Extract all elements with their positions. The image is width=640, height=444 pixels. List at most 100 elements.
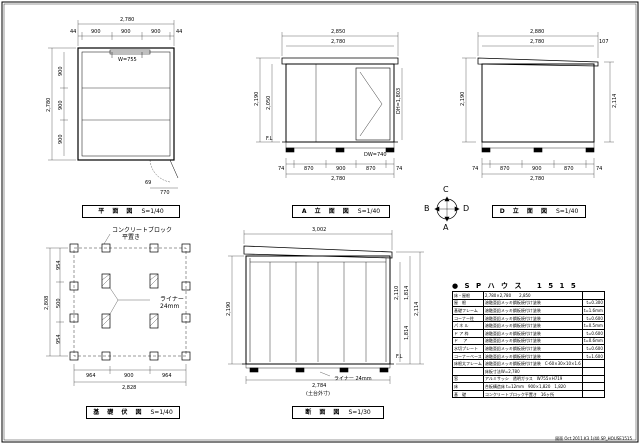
- foundation-liner-label: ライナー: [160, 296, 184, 303]
- elev-a-dim-roof: 2,850: [331, 29, 346, 35]
- spec-thickness: [581, 291, 605, 300]
- foundation-dim-bottom-1: 964: [86, 373, 96, 379]
- spec-thickness: t=1.6mm: [581, 306, 605, 315]
- compass-label-b: B: [424, 204, 430, 213]
- spec-row: 床板寸法W=2,780: [452, 366, 605, 376]
- spec-key: [452, 366, 484, 376]
- elevation-d-view: [462, 32, 614, 178]
- spec-value: 溶融亜鉛メッキ鋼板焼付け塗装: [482, 313, 583, 323]
- spec-key: ド ア 枠: [452, 328, 484, 338]
- plan-door-label: W=755: [118, 57, 137, 63]
- plan-view: [48, 20, 179, 189]
- elev-a-dim-body: 2,780: [331, 39, 346, 45]
- spec-value: コンクリートブロック平置き 16ヶ所: [482, 389, 583, 399]
- elev-a-door-width: DW=740: [364, 152, 387, 158]
- elev-d-dim-bottom-4: 870: [564, 166, 574, 172]
- spec-thickness: [581, 382, 605, 391]
- plan-door-dim-1: 69: [145, 180, 152, 186]
- foundation-view-scale: S=1/40: [150, 409, 173, 416]
- compass-label-d: D: [463, 204, 470, 213]
- section-dim-right-2: 1,814: [404, 285, 410, 300]
- elev-d-dim-bottom-5: 74: [596, 166, 603, 172]
- foundation-dim-bottom-2: 900: [124, 373, 134, 379]
- plan-door-dim-2: 770: [160, 190, 170, 196]
- plan-dim-bay-2: 900: [121, 29, 131, 35]
- spec-key: ド ア: [452, 336, 484, 346]
- spec-thickness: t=0.6mm: [581, 336, 605, 346]
- section-dim-right-4: 2,114: [414, 301, 420, 316]
- spec-value: 合板構造床 t=12mm 900×1,820 1,820: [482, 382, 583, 391]
- spec-thickness: [581, 359, 605, 368]
- plan-dim-total: 2,780: [120, 17, 135, 23]
- spec-key: 床: [452, 382, 484, 391]
- elev-d-dim-roof: 2,880: [530, 29, 545, 35]
- spec-key: コーナー柱: [452, 313, 484, 323]
- spec-value: 溶融亜鉛メッキ鋼板焼付け塗装: [482, 344, 583, 353]
- section-liner-label: ライナー 24mm: [334, 376, 372, 382]
- spec-key: 床・屋根: [452, 291, 484, 300]
- foundation-dim-left-3: 954: [56, 334, 62, 344]
- spec-value: 溶融亜鉛メッキ鋼板焼付け塗装 C-60×30×10×1.6: [482, 359, 583, 368]
- elev-a-dim-bottom-3: 900: [336, 166, 346, 172]
- compass-label-a: A: [443, 223, 449, 232]
- foundation-block-sub: 平置き: [122, 234, 141, 241]
- plan-dim-depth-1: 900: [58, 66, 64, 76]
- elev-a-dim-bottom-5: 74: [396, 166, 403, 172]
- plan-dim-bay-3: 900: [151, 29, 161, 35]
- plan-view-scale: S=1/40: [141, 208, 164, 215]
- spec-thickness: t=0.300: [581, 298, 605, 308]
- plan-view-title: 平 面 図 S=1/40: [82, 205, 180, 218]
- plan-dim-bay-1: 900: [91, 29, 101, 35]
- section-view: [228, 230, 424, 384]
- foundation-dim-left-2: 500: [56, 298, 62, 308]
- spec-key: 水切プレート: [452, 344, 484, 353]
- foundation-dim-left-total: 2,808: [44, 295, 50, 310]
- section-view-name: 断 面 図: [305, 409, 343, 416]
- spec-value: 溶融亜鉛メッキ鋼板焼付け塗装: [482, 351, 583, 361]
- plan-view-name: 平 面 図: [98, 208, 136, 215]
- elev-d-dim-overhang: 107: [599, 39, 609, 45]
- elev-d-dim-height: 2,190: [460, 91, 466, 106]
- plan-dim-edge-left: 44: [70, 29, 77, 35]
- section-dim-bottom: 2,784: [312, 383, 327, 389]
- spec-key: 基 礎: [452, 389, 484, 399]
- elev-a-dim-bottom-total: 2,780: [331, 176, 346, 182]
- elev-a-dim-bottom-1: 74: [278, 166, 285, 172]
- foundation-plan-view: [46, 233, 191, 386]
- spec-title: ● S P ハ ウ ス 1 5 1 5: [452, 282, 578, 290]
- spec-thickness: [581, 389, 605, 399]
- section-floor-level: F.L: [396, 354, 403, 360]
- spec-value: 溶融亜鉛メッキ鋼板焼付け塗装: [482, 298, 583, 308]
- elev-d-dim-bottom-1: 74: [472, 166, 479, 172]
- section-dim-left: 2,190: [226, 301, 232, 316]
- elev-a-dim-height: 2,190: [254, 91, 260, 106]
- elev-a-dim-bottom-4: 870: [366, 166, 376, 172]
- elev-a-view-name: A 立 面 図: [301, 208, 352, 215]
- view-direction-compass: [434, 196, 460, 222]
- foundation-view-name: 基 礎 伏 図: [93, 409, 145, 416]
- elev-a-dim-height-inner: 2,050: [266, 95, 272, 110]
- foundation-view-title: 基 礎 伏 図 S=1/40: [86, 406, 180, 419]
- spec-thickness: [581, 366, 605, 376]
- spec-value: アルミサッシ 透明ガラス W755×H719: [482, 374, 583, 384]
- spec-thickness: t=0.5mm: [581, 321, 605, 330]
- foundation-liner-sub: 24mm: [160, 303, 180, 310]
- spec-thickness: t=0.600: [581, 313, 605, 323]
- spec-thickness: t=0.600: [581, 328, 605, 338]
- spec-thickness: t=0.600: [581, 344, 605, 353]
- spec-key: パ ネ ル: [452, 321, 484, 330]
